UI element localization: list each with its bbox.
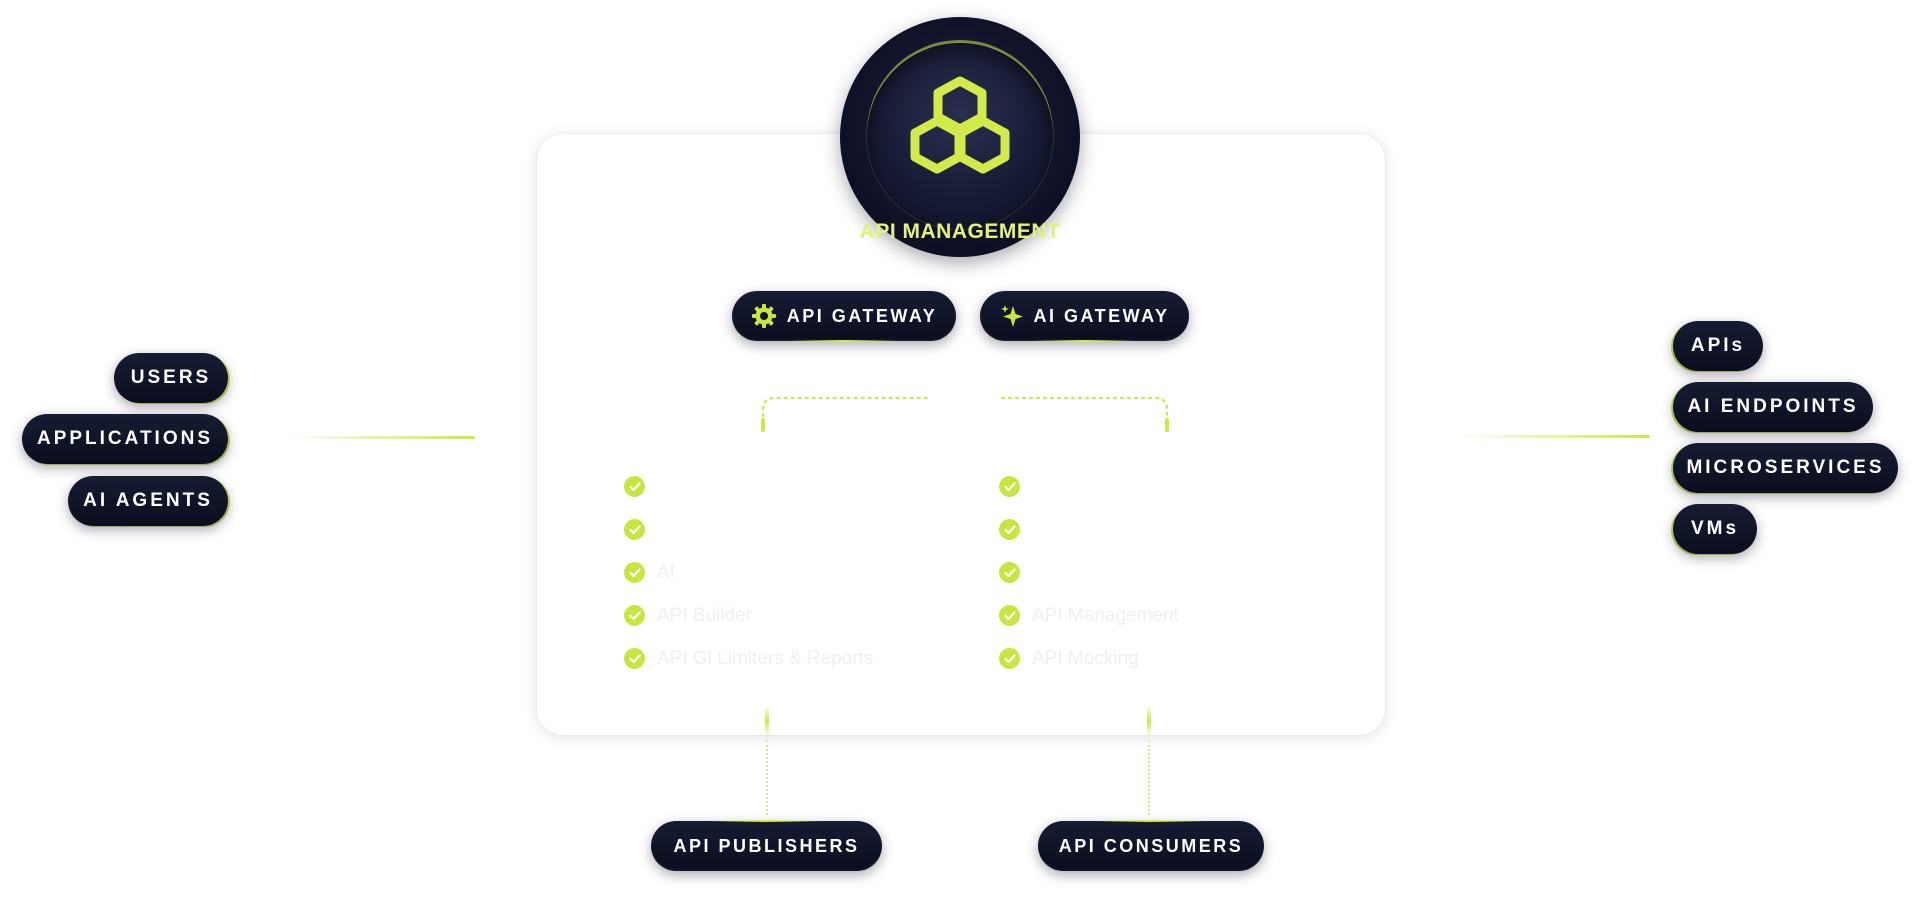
ai-gateway-pill: AI GATEWAY xyxy=(980,291,1189,342)
check-icon xyxy=(999,648,1020,669)
source-users-label: USERS xyxy=(130,367,212,388)
check-icon xyxy=(624,476,645,497)
source-ai-agents-label: AI AGENTS xyxy=(83,490,213,511)
source-ai-agents: AI AGENTS xyxy=(68,476,228,526)
check-icon xyxy=(999,605,1020,626)
right-connection-line xyxy=(1455,435,1650,438)
feature-item: API Management xyxy=(999,594,1179,637)
target-ai-endpoints: AI ENDPOINTS xyxy=(1673,382,1873,432)
feature-list-right: API Management API Mocking xyxy=(999,465,1179,680)
feature-item: API Mocking xyxy=(999,637,1179,680)
target-ai-endpoints-label: AI ENDPOINTS xyxy=(1687,396,1859,417)
check-icon xyxy=(624,648,645,669)
target-microservices: MICROSERVICES xyxy=(1673,443,1898,493)
check-icon xyxy=(999,476,1020,497)
publisher-connector-glow xyxy=(765,705,769,737)
check-icon xyxy=(624,605,645,626)
consumer-connector-glow xyxy=(1147,705,1151,737)
target-vms: VMs xyxy=(1673,504,1757,554)
feature-label: API Mocking xyxy=(1032,647,1139,669)
consumer-connector xyxy=(1148,740,1150,815)
left-connection-line xyxy=(285,436,475,439)
api-publishers-label: API PUBLISHERS xyxy=(673,835,860,856)
feature-item: API Gl Limiters & Reports xyxy=(624,637,873,680)
target-apis: APIs xyxy=(1673,321,1763,371)
check-icon xyxy=(624,562,645,583)
check-icon xyxy=(999,519,1020,540)
api-gateway-pill: API GATEWAY xyxy=(732,291,956,342)
target-apis-label: APIs xyxy=(1690,335,1746,356)
api-gateway-label: API GATEWAY xyxy=(786,305,938,326)
target-microservices-label: MICROSERVICES xyxy=(1686,457,1885,478)
feature-item: AI xyxy=(624,551,873,594)
feature-label: AI xyxy=(657,561,675,583)
feature-label: API Management xyxy=(1032,604,1179,626)
feature-item xyxy=(999,551,1179,594)
source-users: USERS xyxy=(114,353,228,403)
gateway-connector xyxy=(761,396,1169,432)
target-vms-label: VMs xyxy=(1690,518,1740,539)
feature-label: API Builder xyxy=(657,604,753,626)
feature-label: API Gl Limiters & Reports xyxy=(657,647,874,669)
source-applications-label: APPLICATIONS xyxy=(36,428,214,449)
source-applications: APPLICATIONS xyxy=(22,414,228,464)
feature-item xyxy=(624,508,873,551)
check-icon xyxy=(624,519,645,540)
feature-item xyxy=(999,465,1179,508)
honeycomb-icon xyxy=(910,76,1010,174)
feature-item xyxy=(624,465,873,508)
publisher-connector xyxy=(766,740,768,815)
ai-gateway-label: AI GATEWAY xyxy=(1033,305,1170,326)
api-management-hub: API MANAGEMENT xyxy=(840,17,1080,257)
feature-item xyxy=(999,508,1179,551)
feature-list-left: AI API Builder API Gl Limiters & Reports xyxy=(624,465,873,680)
gear-icon xyxy=(751,303,777,329)
api-consumers-pill: API CONSUMERS xyxy=(1038,820,1264,871)
api-publishers-pill: API PUBLISHERS xyxy=(651,820,882,871)
hub-title: API MANAGEMENT xyxy=(859,220,1061,243)
sparkle-icon xyxy=(999,303,1025,329)
api-consumers-label: API CONSUMERS xyxy=(1058,835,1244,856)
check-icon xyxy=(999,562,1020,583)
feature-item: API Builder xyxy=(624,594,873,637)
